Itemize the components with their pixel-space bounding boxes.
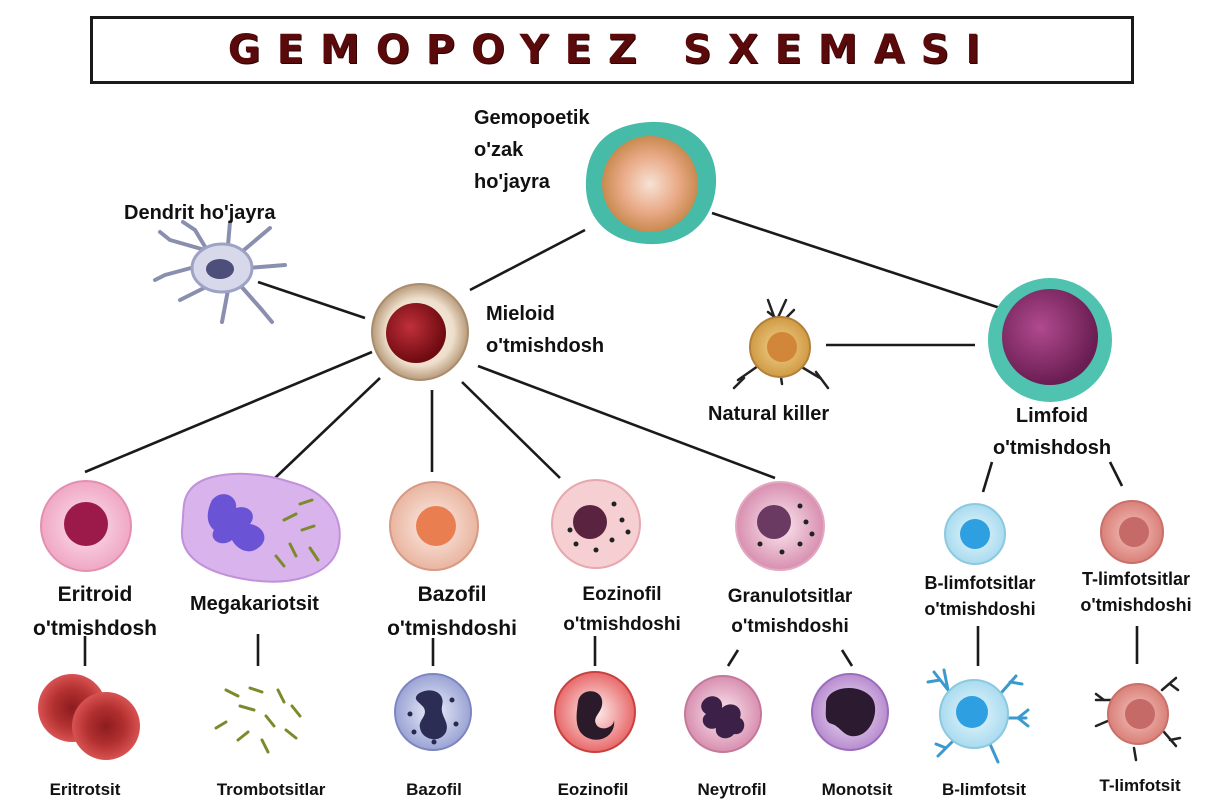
basophil-cell bbox=[395, 674, 471, 750]
eosinophil-cell bbox=[555, 672, 635, 752]
lymphoid-progenitor-cell bbox=[988, 278, 1112, 402]
granulocyte-prog-label: Granulotsitlar o'tmishdoshi bbox=[728, 582, 853, 643]
lymphoid-label-line-1: Limfoid bbox=[993, 400, 1111, 432]
eosinophil-prog-label: Eozinofil o'tmishdoshi bbox=[563, 580, 680, 641]
basophil-prog-label: Bazofil o'tmishdoshi bbox=[387, 578, 517, 645]
lymphoid-label: Limfoid o'tmishdosh bbox=[993, 400, 1111, 464]
t-lymphocyte-cell bbox=[1096, 678, 1180, 760]
erythroid-label-line-1: Eritroid bbox=[33, 578, 157, 612]
myeloid-progenitor-cell bbox=[372, 284, 468, 380]
lymphoid-label-line-2: o'tmishdosh bbox=[993, 432, 1111, 464]
bazofil-label: Bazofil bbox=[406, 778, 462, 803]
myeloid-label-line-1: Mieloid bbox=[486, 298, 604, 330]
neytrofil-label: Neytrofil bbox=[698, 778, 767, 803]
eosinophil-progenitor-cell bbox=[552, 480, 640, 568]
t-prog-label-line-1: T-limfotsitlar bbox=[1080, 566, 1191, 592]
basophil-prog-label-line-2: o'tmishdoshi bbox=[387, 612, 517, 646]
line-hsc-lymphoid bbox=[712, 213, 1000, 308]
natural-killer-cell bbox=[734, 300, 828, 388]
neutrophil-cell bbox=[685, 676, 761, 752]
megakaryocyte-cell bbox=[182, 474, 340, 582]
hsc-label-line-3: ho'jayra bbox=[474, 166, 590, 198]
t-lymphocyte-progenitor-cell bbox=[1101, 501, 1163, 563]
myeloid-label: Mieloid o'tmishdosh bbox=[486, 298, 604, 362]
dendritic-cell bbox=[155, 222, 285, 322]
hsc-label-line-2: o'zak bbox=[474, 134, 590, 166]
eozinofil-label: Eozinofil bbox=[558, 778, 629, 803]
line-myeloid-dendrit bbox=[258, 282, 365, 318]
eosinophil-prog-label-line-1: Eozinofil bbox=[563, 580, 680, 610]
granulocyte-prog-label-line-2: o'tmishdoshi bbox=[728, 612, 853, 642]
monotsit-label: Monotsit bbox=[822, 778, 893, 803]
t-limfotsit-label: T-limfotsit bbox=[1099, 774, 1180, 799]
eritrotsit-label: Eritrotsit bbox=[50, 778, 121, 803]
myeloid-label-line-2: o'tmishdosh bbox=[486, 330, 604, 362]
b-prog-label-line-2: o'tmishdoshi bbox=[924, 596, 1035, 622]
granulocyte-progenitor-cell bbox=[736, 482, 824, 570]
basophil-prog-label-line-1: Bazofil bbox=[387, 578, 517, 612]
b-prog-label: B-limfotsitlar o'tmishdoshi bbox=[924, 570, 1035, 622]
erythroid-label: Eritroid o'tmishdosh bbox=[33, 578, 157, 645]
trombotsitlar-label: Trombotsitlar bbox=[217, 778, 326, 803]
line-gran-monotsit bbox=[842, 650, 852, 666]
erythroid-progenitor-cell bbox=[41, 481, 131, 571]
line-hsc-myeloid bbox=[470, 230, 585, 290]
b-prog-label-line-1: B-limfotsitlar bbox=[924, 570, 1035, 596]
t-prog-label: T-limfotsitlar o'tmishdoshi bbox=[1080, 566, 1191, 618]
t-prog-label-line-2: o'tmishdoshi bbox=[1080, 592, 1191, 618]
line-lymphoid-bprog bbox=[983, 462, 992, 492]
b-lymphocyte-progenitor-cell bbox=[945, 504, 1005, 564]
dendrit-label: Dendrit ho'jayra bbox=[124, 199, 275, 228]
eosinophil-prog-label-line-2: o'tmishdoshi bbox=[563, 610, 680, 640]
hsc-label: Gemopoetik o'zak ho'jayra bbox=[474, 102, 590, 198]
hsc-label-line-1: Gemopoetik bbox=[474, 102, 590, 134]
line-myeloid-erythroid bbox=[85, 352, 372, 472]
line-myeloid-eosinophil bbox=[462, 382, 560, 478]
erythroid-label-line-2: o'tmishdosh bbox=[33, 612, 157, 646]
platelets bbox=[216, 688, 300, 752]
line-lymphoid-tprog bbox=[1110, 462, 1122, 486]
granulocyte-prog-label-line-1: Granulotsitlar bbox=[728, 582, 853, 612]
line-myeloid-megakaryocyte bbox=[275, 378, 380, 478]
monocyte-cell bbox=[812, 674, 888, 750]
natural-killer-label: Natural killer bbox=[708, 400, 829, 429]
megakaryocyte-label: Megakariotsit bbox=[190, 590, 319, 619]
b-limfotsit-label: B-limfotsit bbox=[942, 778, 1026, 803]
erythrocyte-cells bbox=[38, 674, 140, 760]
hematopoietic-stem-cell bbox=[586, 122, 716, 244]
b-lymphocyte-cell bbox=[928, 670, 1028, 762]
basophil-progenitor-cell bbox=[390, 482, 478, 570]
line-gran-neytrofil bbox=[728, 650, 738, 666]
